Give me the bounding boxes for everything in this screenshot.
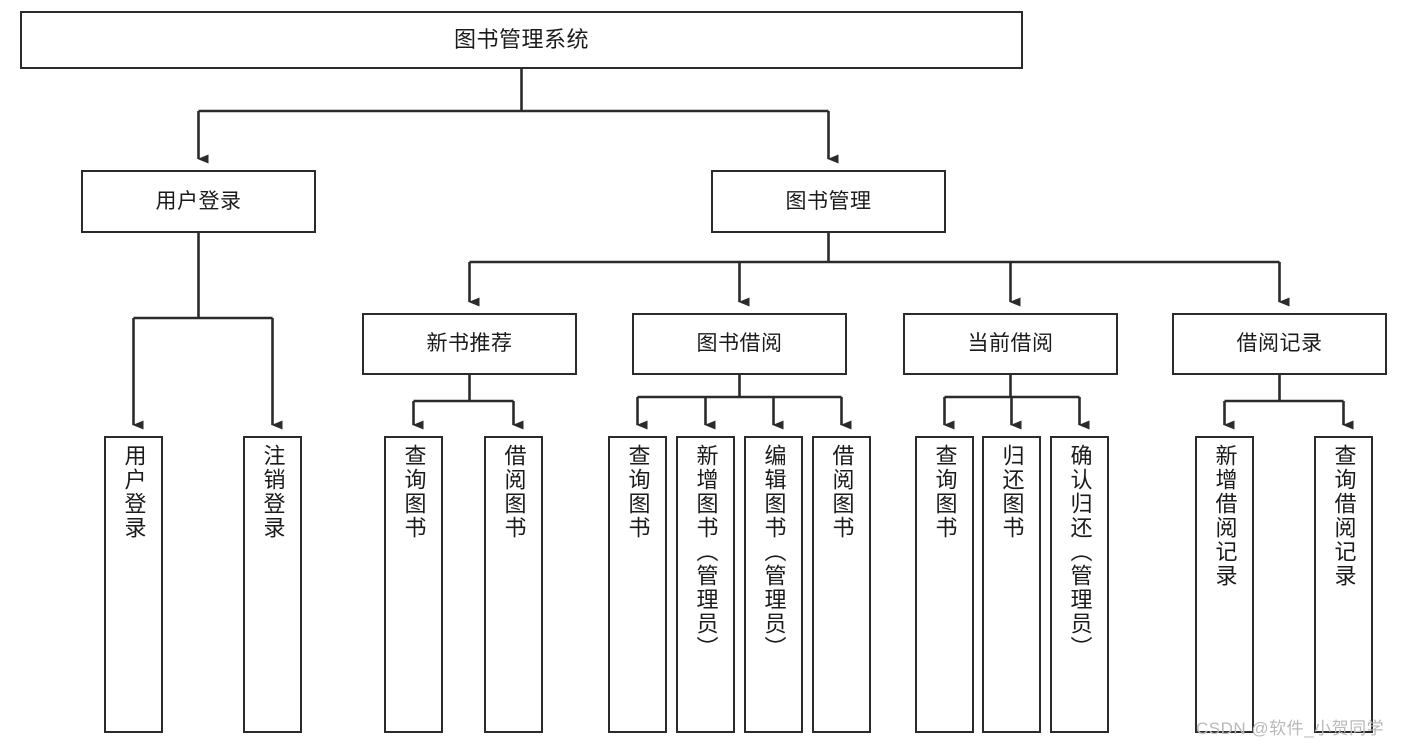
node-label: 借阅记录 [1236, 332, 1323, 356]
node-leaf-query-book-new[interactable]: 查询图书 [384, 436, 443, 733]
csdn-watermark: CSDN @软件_小贺同学 [1196, 719, 1385, 738]
node-label: 新增图书（管理员） [693, 444, 719, 660]
node-label: 借阅图书 [829, 444, 855, 540]
node-leaf-user-login[interactable]: 用户登录 [104, 436, 163, 733]
node-label: 图书管理 [785, 189, 872, 213]
node-label: 查询图书 [932, 444, 958, 540]
node-label: 用户登录 [121, 444, 147, 540]
connector-lines [132, 69, 1354, 430]
node-leaf-borrow-book-new[interactable]: 借阅图书 [484, 436, 543, 733]
node-label: 用户登录 [155, 189, 242, 213]
node-new-book-recommend[interactable]: 新书推荐 [362, 313, 577, 375]
node-label: 查询图书 [401, 444, 427, 540]
node-current-borrow[interactable]: 当前借阅 [903, 313, 1118, 375]
node-leaf-logout[interactable]: 注销登录 [243, 436, 302, 733]
node-leaf-query-book-borrow[interactable]: 查询图书 [608, 436, 667, 733]
node-leaf-edit-book-admin[interactable]: 编辑图书（管理员） [744, 436, 803, 733]
node-leaf-add-book-admin[interactable]: 新增图书（管理员） [676, 436, 735, 733]
node-borrow-records[interactable]: 借阅记录 [1172, 313, 1387, 375]
node-leaf-add-borrow-record[interactable]: 新增借阅记录 [1195, 436, 1254, 733]
node-label: 图书管理系统 [453, 27, 589, 53]
node-leaf-confirm-return-admin[interactable]: 确认归还（管理员） [1050, 436, 1109, 733]
node-label: 编辑图书（管理员） [761, 444, 787, 660]
node-label: 借阅图书 [501, 444, 527, 540]
node-label: 查询图书 [625, 444, 651, 540]
node-book-borrow[interactable]: 图书借阅 [632, 313, 847, 375]
node-leaf-borrow-book[interactable]: 借阅图书 [812, 436, 871, 733]
node-label: 确认归还（管理员） [1067, 444, 1093, 660]
node-leaf-query-book-current[interactable]: 查询图书 [915, 436, 974, 733]
node-label: 查询借阅记录 [1331, 444, 1357, 588]
node-label: 当前借阅 [967, 332, 1054, 356]
node-label: 归还图书 [999, 444, 1025, 540]
node-book-management[interactable]: 图书管理 [711, 170, 946, 233]
node-root[interactable]: 图书管理系统 [20, 11, 1023, 69]
node-user-login[interactable]: 用户登录 [81, 170, 316, 233]
node-leaf-return-book[interactable]: 归还图书 [982, 436, 1041, 733]
node-label: 注销登录 [260, 444, 286, 540]
node-label: 新增借阅记录 [1212, 444, 1238, 588]
node-label: 图书借阅 [696, 332, 783, 356]
node-leaf-query-borrow-record[interactable]: 查询借阅记录 [1314, 436, 1373, 733]
node-label: 新书推荐 [426, 332, 513, 356]
